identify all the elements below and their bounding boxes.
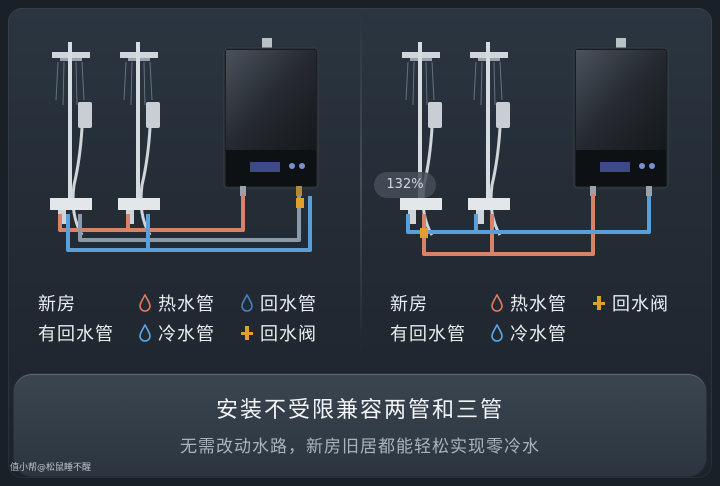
legend-label: 热水管	[510, 294, 567, 315]
hot-water-pipe	[58, 194, 245, 232]
legend-label: 回水管	[260, 294, 317, 315]
legend-label: 冷水管	[510, 324, 567, 345]
legend-return-valve: 回水阀	[240, 320, 317, 346]
return-valve	[420, 228, 428, 238]
legend-return-water: 回水管	[240, 290, 317, 316]
legend-label: 回水阀	[612, 294, 669, 315]
legend-cold-water: 冷水管	[138, 320, 215, 346]
banner-subline: 无需改动水路，新房旧居都能轻松实现零冷水	[180, 437, 540, 457]
cold-water-pipe	[406, 196, 651, 234]
shower-set-2	[118, 42, 160, 236]
hot-water-drop-icon	[491, 294, 503, 312]
legend-hot-water: 热水管	[138, 290, 215, 316]
panel-divider	[360, 12, 362, 352]
cold-water-pipe	[146, 196, 312, 252]
right-installation-diagram	[360, 0, 720, 270]
cold-water-drop-icon	[491, 324, 503, 342]
return-water-pipe	[78, 196, 301, 242]
return-valve	[296, 198, 304, 208]
house-type-label: 新房	[38, 294, 76, 315]
hot-water-drop-icon	[139, 294, 151, 312]
shower-set-1	[50, 42, 92, 236]
return-valve-icon	[241, 326, 253, 340]
shower-set-3	[400, 42, 442, 236]
legend-hot-water: 热水管	[490, 290, 567, 316]
house-type-sublabel: 有回水管	[38, 324, 114, 345]
legend-return-valve: 回水阀	[592, 290, 669, 316]
legend-label: 冷水管	[158, 324, 215, 345]
return-water-drop-icon	[241, 294, 253, 312]
banner-headline: 安装不受限兼容两管和三管	[215, 398, 504, 423]
water-heater	[573, 38, 669, 196]
legend-label: 回水阀	[260, 324, 317, 345]
legend-label: 热水管	[158, 294, 215, 315]
left-installation-diagram	[0, 0, 360, 270]
cold-water-drop-icon	[139, 324, 151, 342]
legend-cold-water: 冷水管	[490, 320, 567, 346]
return-valve-icon	[593, 296, 605, 310]
left-legend: 新房 有回水管 热水管 回水管 冷水管 回水阀	[38, 290, 358, 350]
zoom-level-badge: 132%	[374, 172, 436, 198]
house-type-sublabel: 有回水管	[390, 324, 466, 345]
house-type-label: 新房	[390, 294, 428, 315]
water-heater	[223, 38, 319, 196]
watermark: 值小帮@松鼠睡不醒	[10, 463, 92, 473]
shower-set-4	[468, 42, 510, 236]
feature-banner: 安装不受限兼容两管和三管 无需改动水路，新房旧居都能轻松实现零冷水	[14, 374, 706, 476]
right-legend: 新房 有回水管 热水管 回水阀 冷水管	[390, 290, 710, 350]
